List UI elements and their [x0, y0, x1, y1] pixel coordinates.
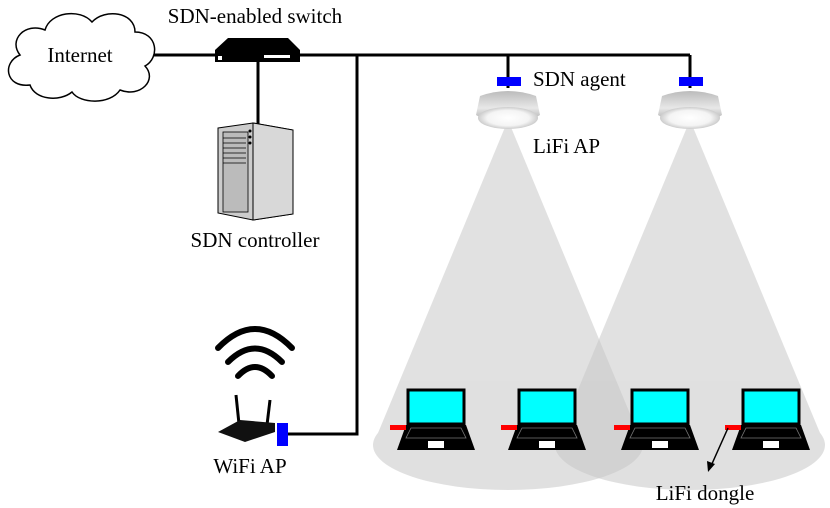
laptop-4	[725, 388, 810, 450]
controller-label: SDN controller	[191, 228, 320, 252]
laptop-1	[390, 388, 475, 450]
sdn-agent-wifi-icon	[277, 423, 288, 446]
lifi-ap-left	[476, 77, 540, 129]
wifi-signal-icon	[215, 326, 295, 379]
lifi-dongle-icon	[614, 425, 630, 430]
sdn-controller-server-icon: SDN controller	[191, 122, 320, 252]
laptops	[390, 388, 810, 450]
dongle-arrow	[707, 427, 729, 472]
laptop-3	[614, 388, 699, 450]
sdn-agent-right-icon	[679, 77, 703, 86]
sdn-agent-left-icon	[497, 77, 521, 86]
sdn-switch-icon: SDN-enabled switch	[168, 4, 343, 62]
internet-label: Internet	[47, 43, 112, 67]
lifi-ap-right	[658, 77, 722, 129]
lifi-dongle-label: LiFi dongle	[656, 481, 755, 505]
switch-label: SDN-enabled switch	[168, 4, 343, 28]
lifi-dongle-icon	[390, 425, 406, 430]
lifi-dongle-icon	[501, 425, 517, 430]
internet-cloud-icon: Internet	[7, 12, 156, 102]
laptop-2	[501, 388, 586, 450]
lifi-ap-label: LiFi AP	[533, 134, 600, 158]
sdn-agent-label: SDN agent	[533, 67, 626, 91]
wifi-ap-router: WiFi AP	[213, 326, 295, 478]
lifi-dongle-icon	[725, 425, 741, 430]
wifi-ap-label: WiFi AP	[213, 454, 286, 478]
